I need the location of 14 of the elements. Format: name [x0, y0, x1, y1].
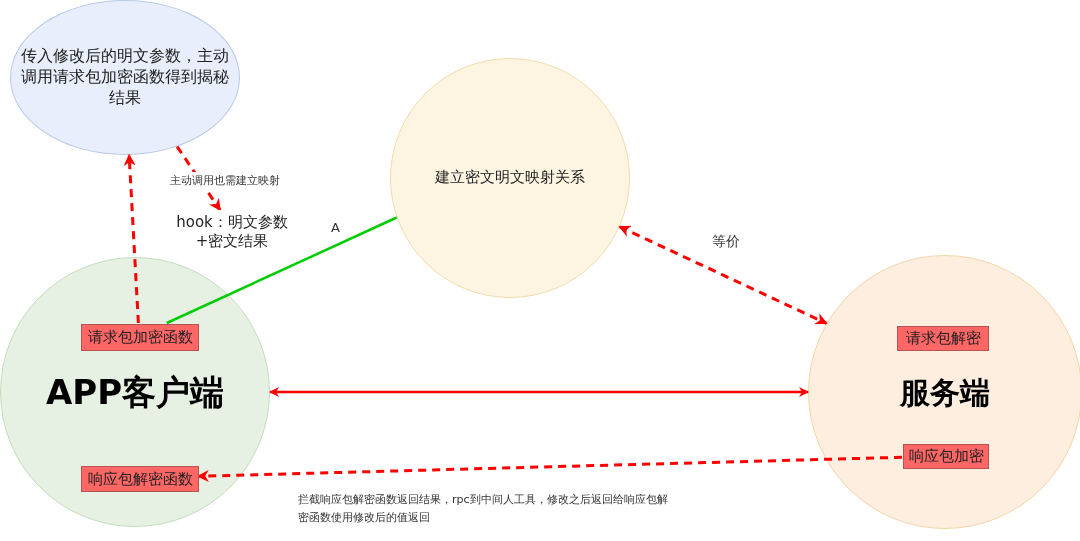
node-text: 传入修改后的明文参数，主动调用请求包加密函数得到揭秘结果 [20, 46, 230, 109]
function-box: 请求包解密 [897, 326, 989, 351]
heading: 服务端 [900, 373, 990, 412]
arrow [175, 145, 222, 211]
heading: APP客户端 [45, 370, 225, 414]
function-box: 响应包解密函数 [81, 466, 199, 492]
arrow [196, 455, 903, 482]
connector-line [166, 216, 398, 325]
arrow [269, 387, 809, 397]
arrow [618, 225, 828, 325]
node-text: 建立密文明文映射关系 [435, 168, 585, 188]
arrow [123, 153, 140, 324]
function-box: 请求包加密函数 [81, 324, 199, 351]
function-box: 响应包加密 [903, 444, 989, 469]
